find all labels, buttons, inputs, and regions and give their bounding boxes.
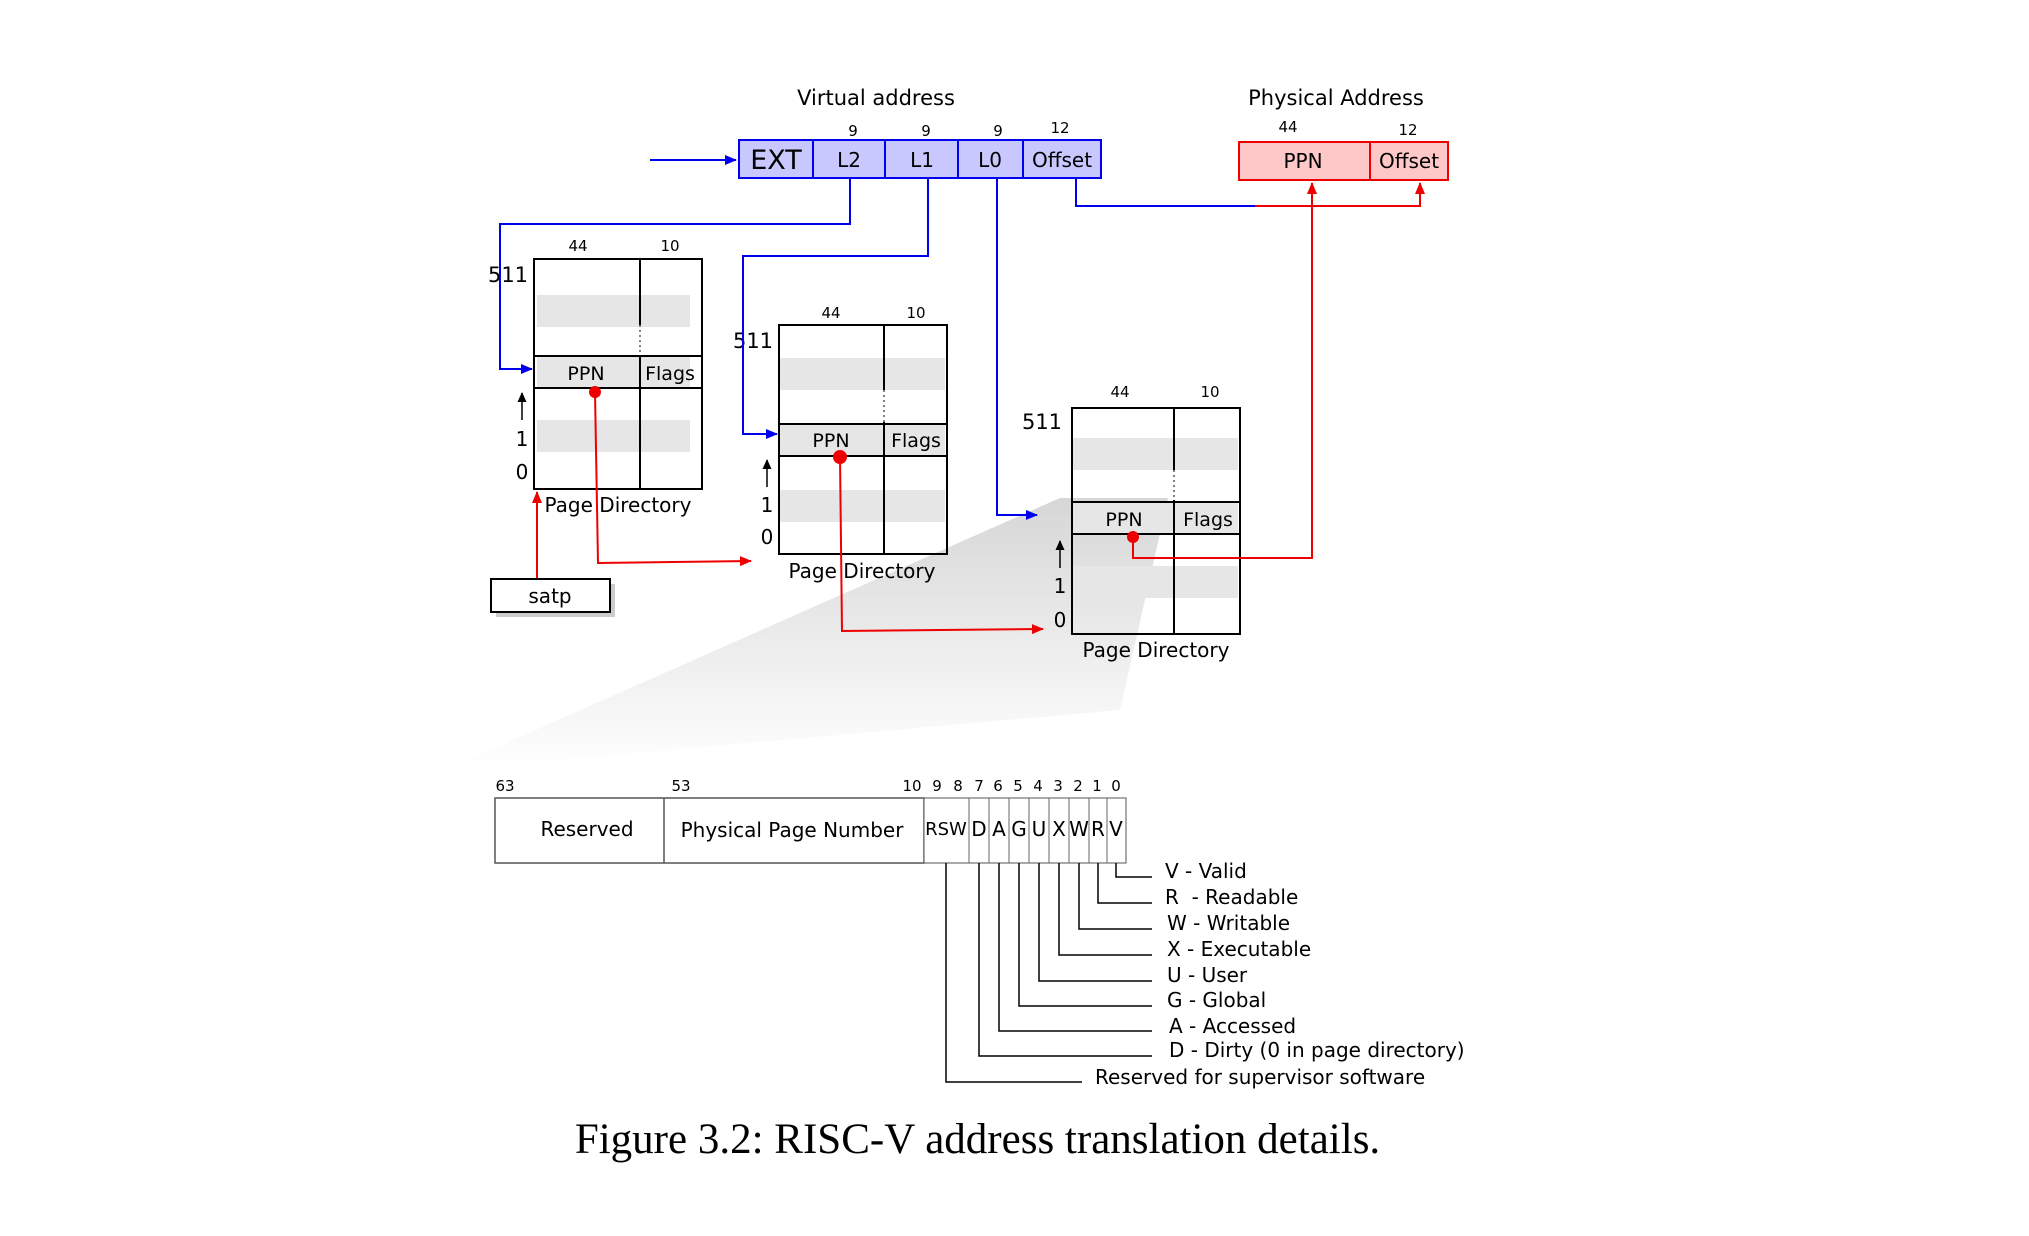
pd3-width-ppn: 44 — [1110, 383, 1129, 401]
pd1-to-pd2-arrow — [594, 391, 752, 567]
va-field-l2: L2 — [837, 148, 861, 172]
pd3-label: Page Directory — [1083, 638, 1230, 662]
legend-executable: X - Executable — [1167, 937, 1311, 961]
pte-reserved: Reserved — [540, 817, 633, 841]
pte-bit-10: 10 — [902, 777, 921, 795]
va-width-l0: 9 — [993, 122, 1003, 140]
pa-field-offset: Offset — [1379, 149, 1439, 173]
pd3-index-1: 1 — [1054, 574, 1067, 598]
pd1-width-ppn: 44 — [568, 237, 587, 255]
legend-dirty: D - Dirty (0 in page directory) — [1169, 1038, 1465, 1062]
pte-flag-d: D — [971, 817, 986, 841]
pd1-label: Page Directory — [545, 493, 692, 517]
pd3-to-pa-arrow — [1132, 182, 1317, 559]
pd1-ppn-dot — [589, 386, 601, 398]
legend-readable: R - Readable — [1165, 885, 1298, 909]
pa-width-offset: 12 — [1398, 121, 1417, 139]
va-field-l0: L0 — [978, 148, 1002, 172]
pte-flag-w: W — [1069, 817, 1089, 841]
pd2-width-ppn: 44 — [821, 304, 840, 322]
pd2-ppn: PPN — [812, 430, 849, 452]
offset-copy-line — [1075, 178, 1255, 207]
pd2-flags: Flags — [891, 430, 941, 452]
page-directory-3: 44 10 511 PPN Flags 1 0 Page Directory — [1022, 383, 1241, 662]
pte-bit-4: 4 — [1033, 777, 1043, 795]
satp-register: satp — [490, 578, 615, 617]
pd3-width-flags: 10 — [1200, 383, 1219, 401]
legend-writable: W - Writable — [1167, 911, 1290, 935]
physical-address: Physical Address 44 12 PPN Offset — [1238, 86, 1449, 181]
pd1-ppn: PPN — [567, 363, 604, 385]
va-field-l1: L1 — [910, 148, 934, 172]
pte-flag-r: R — [1091, 817, 1105, 841]
satp-label: satp — [528, 584, 571, 608]
figure-caption: Figure 3.2: RISC-V address translation d… — [574, 1116, 1381, 1163]
page-directory-2: 44 10 511 PPN Flags 1 0 Page Directory — [733, 304, 948, 583]
pte-bit-6: 6 — [993, 777, 1003, 795]
pd2-width-flags: 10 — [906, 304, 925, 322]
virtual-address: Virtual address 9 9 9 12 EXT L2 L1 L0 Of… — [738, 86, 1102, 179]
pte-bit-0: 0 — [1111, 777, 1121, 795]
pte-bit-7: 7 — [974, 777, 984, 795]
pte-ppn: Physical Page Number — [681, 818, 905, 842]
legend-global: G - Global — [1167, 988, 1266, 1012]
pte-bit-5: 5 — [1013, 777, 1023, 795]
pte-bit-3: 3 — [1053, 777, 1063, 795]
va-width-l1: 9 — [921, 122, 931, 140]
l2-index-arrow — [499, 178, 851, 374]
pte-flag-a: A — [992, 817, 1006, 841]
pd2-ppn-dot — [833, 450, 847, 464]
pd2-index-1: 1 — [761, 493, 774, 517]
pte-bit-53: 53 — [671, 777, 690, 795]
pd2-to-pd3-arrow — [839, 456, 1044, 635]
pte-bit-63: 63 — [495, 777, 514, 795]
zoom-wedge — [445, 498, 1168, 770]
legend-user: U - User — [1167, 963, 1248, 987]
physical-address-title: Physical Address — [1248, 86, 1424, 110]
pd1-index-0: 0 — [516, 460, 529, 484]
va-field-offset: Offset — [1032, 148, 1092, 172]
virtual-address-title: Virtual address — [797, 86, 955, 110]
pd2-label: Page Directory — [789, 559, 936, 583]
va-field-ext: EXT — [750, 145, 802, 176]
pd3-index-0: 0 — [1054, 608, 1067, 632]
pte-flag-v: V — [1109, 817, 1123, 841]
pd2-index-511: 511 — [733, 329, 773, 353]
va-width-offset: 12 — [1050, 119, 1069, 137]
pd1-flags: Flags — [645, 363, 695, 385]
pd2-index-0: 0 — [761, 525, 774, 549]
l0-index-arrow — [996, 178, 1038, 520]
pte-flag-rsw: RSW — [925, 819, 967, 840]
va-width-l2: 9 — [848, 122, 858, 140]
pte-format: 63 53 10 9 8 7 6 5 4 3 2 1 0 Reserved Ph… — [494, 777, 1465, 1089]
pte-flag-g: G — [1011, 817, 1027, 841]
pte-flag-u: U — [1032, 817, 1047, 841]
offset-to-pa-arrow — [1255, 182, 1425, 207]
l1-index-arrow — [742, 178, 929, 439]
pd1-index-1: 1 — [516, 427, 529, 451]
pte-bit-8: 8 — [953, 777, 963, 795]
pd3-flags: Flags — [1183, 509, 1233, 531]
pte-bit-9: 9 — [932, 777, 942, 795]
legend-rsw: Reserved for supervisor software — [1095, 1065, 1425, 1089]
legend-accessed: A - Accessed — [1169, 1014, 1296, 1038]
pd1-width-flags: 10 — [660, 237, 679, 255]
pa-field-ppn: PPN — [1283, 149, 1322, 173]
pd3-ppn: PPN — [1105, 509, 1142, 531]
pte-bit-1: 1 — [1092, 777, 1102, 795]
pa-width-ppn: 44 — [1278, 118, 1297, 136]
page-directory-1: 44 10 511 PPN Flags 1 0 Page Directory — [488, 237, 703, 517]
pd1-index-511: 511 — [488, 263, 528, 287]
pd3-ppn-dot — [1127, 531, 1139, 543]
pte-bit-2: 2 — [1073, 777, 1083, 795]
pd3-index-511: 511 — [1022, 410, 1062, 434]
legend-valid: V - Valid — [1165, 859, 1247, 883]
pte-flag-x: X — [1052, 817, 1066, 841]
